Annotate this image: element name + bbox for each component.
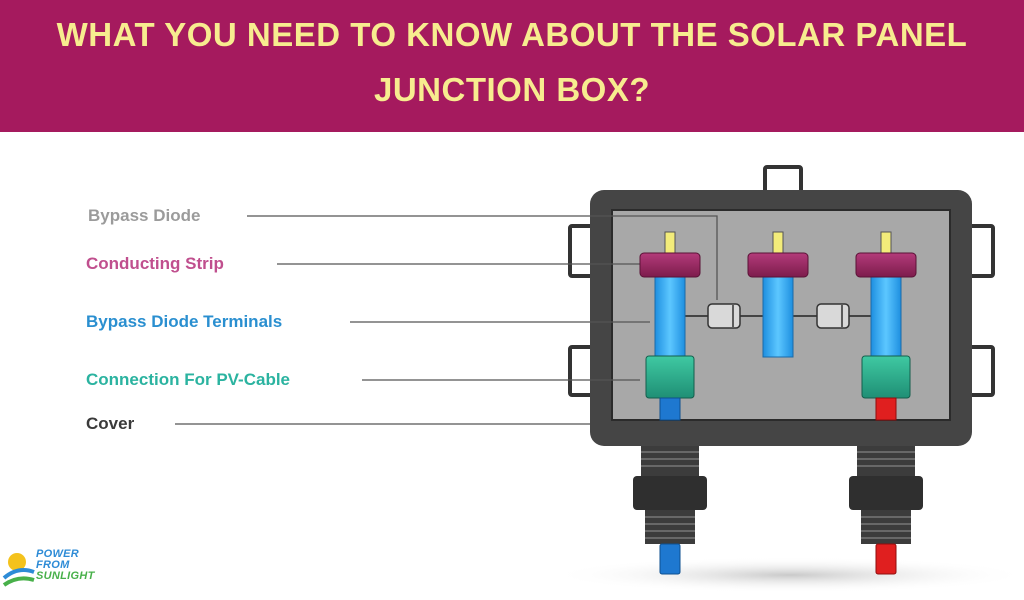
power-from-sunlight-logo: POWER FROM SUNLIGHT [2, 546, 112, 592]
logo-line-2: FROM [36, 559, 70, 571]
header-banner: WHAT YOU NEED TO KNOW ABOUT THE SOLAR PA… [0, 0, 1024, 132]
page-title-line-1: WHAT YOU NEED TO KNOW ABOUT THE SOLAR PA… [56, 16, 968, 53]
bypass-diode-1 [707, 303, 741, 329]
label-bypass-diode-terminals: Bypass Diode Terminals [86, 312, 283, 331]
cable-gland-left [633, 446, 707, 575]
page-title-line-2: JUNCTION BOX? [373, 71, 650, 108]
bypass-diode-2 [816, 303, 850, 329]
floor-shadow [550, 557, 1024, 593]
logo-line-1: POWER [36, 548, 80, 560]
terminal-right [855, 231, 917, 421]
label-bypass-diode: Bypass Diode [88, 206, 201, 225]
junction-box-diagram [175, 165, 1024, 593]
cable-gland-right [849, 446, 923, 575]
label-cover: Cover [86, 414, 135, 433]
label-connection-pv-cable: Connection For PV-Cable [86, 370, 291, 389]
leader-lines [175, 215, 718, 425]
logo-line-3: SUNLIGHT [36, 570, 95, 582]
label-conducting-strip: Conducting Strip [86, 254, 224, 273]
logo-text: POWER FROM SUNLIGHT [36, 549, 95, 582]
terminal-middle [747, 231, 809, 358]
terminal-left [639, 231, 701, 421]
sun-icon [2, 553, 35, 587]
